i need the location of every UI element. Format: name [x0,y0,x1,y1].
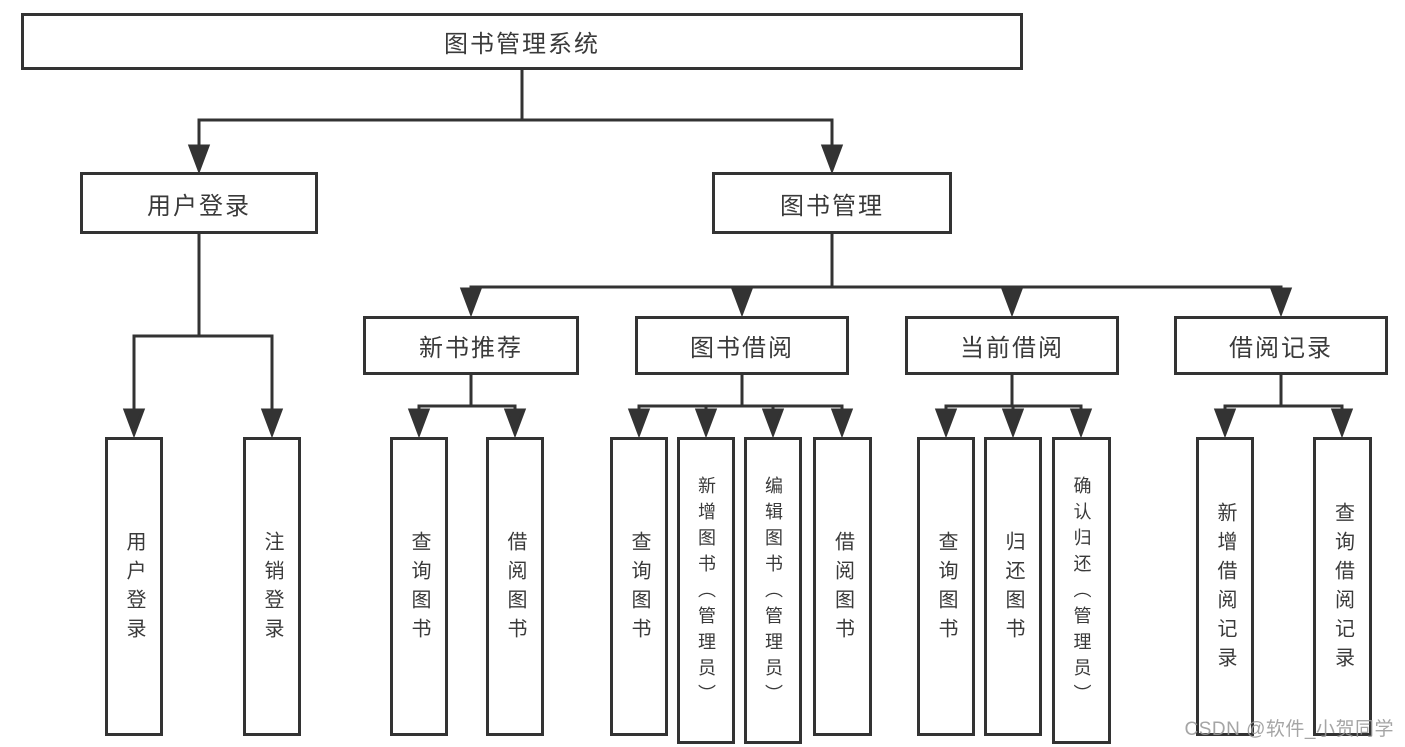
leaf-user-login: 用户登录 [105,437,163,736]
leaf-borrow-books-recommend: 借阅图书 [486,437,544,736]
node-book-borrow: 图书借阅 [635,316,849,375]
leaf-add-book-admin: 新增图书（管理员） [677,437,735,744]
node-new-book-recommend: 新书推荐 [363,316,579,375]
leaf-borrow-books: 借阅图书 [813,437,872,736]
leaf-logout: 注销登录 [243,437,301,736]
leaf-query-books-current: 查询图书 [917,437,975,736]
node-root-system: 图书管理系统 [21,13,1023,70]
leaf-query-borrow-record: 查询借阅记录 [1313,437,1372,736]
leaf-return-book: 归还图书 [984,437,1042,736]
leaf-add-borrow-record: 新增借阅记录 [1196,437,1254,736]
leaf-query-books-recommend: 查询图书 [390,437,448,736]
leaf-confirm-return-admin: 确认归还（管理员） [1052,437,1111,744]
csdn-watermark: CSDN @软件_小贺同学 [1184,719,1394,740]
node-current-borrow: 当前借阅 [905,316,1119,375]
leaf-edit-book-admin: 编辑图书（管理员） [744,437,802,744]
node-borrow-records: 借阅记录 [1174,316,1388,375]
node-book-management: 图书管理 [712,172,952,234]
node-user-login: 用户登录 [80,172,318,234]
leaf-query-books-borrow: 查询图书 [610,437,668,736]
